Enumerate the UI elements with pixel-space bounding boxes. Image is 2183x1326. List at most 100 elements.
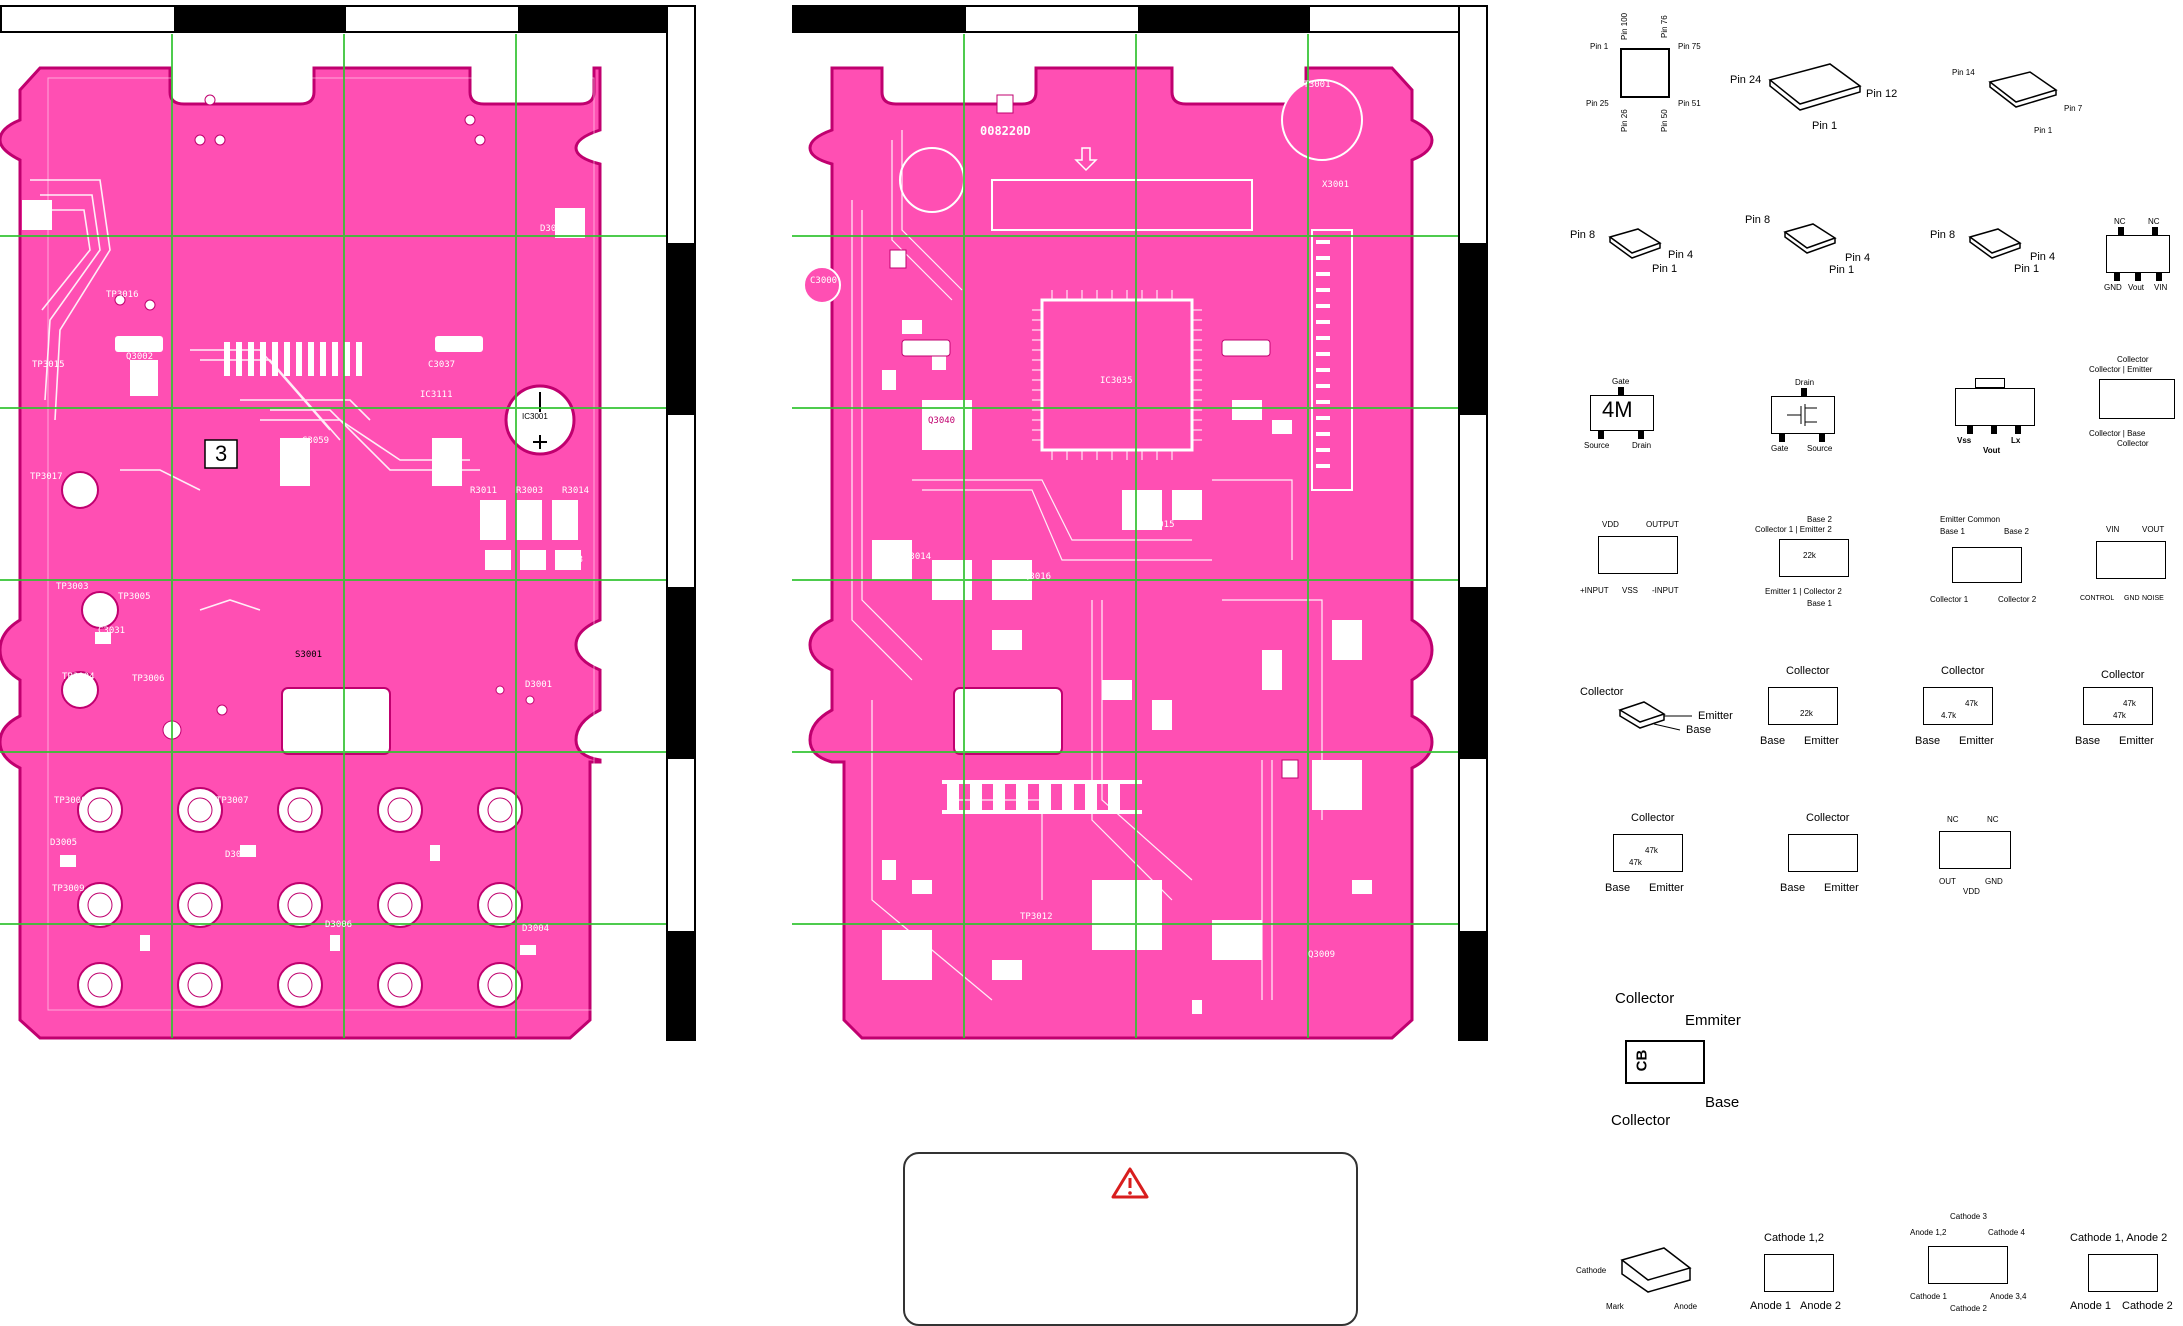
right-pcb-board (792, 34, 1458, 1040)
dualdiode-anode2: Anode 2 (1800, 1300, 1841, 1312)
dual22k-base1: Base 1 (1807, 599, 1832, 608)
warning-box (903, 1152, 1358, 1326)
dt47kb-emitter: Emitter (2119, 735, 2154, 747)
quad-anode34: Anode 3,4 (1990, 1292, 2027, 1301)
dt47ka-r1: 47k (1965, 699, 1978, 708)
dualtr-collector-bottom: Collector (2117, 439, 2149, 448)
legend-diode-package: Cathode Mark Anode (1560, 1240, 1710, 1318)
dualtr-collector-top: Collector (2117, 355, 2149, 364)
label-tp3009: TP3009 (52, 884, 85, 894)
dt47kc-r2: 47k (1629, 858, 1642, 867)
reg5-noise: NOISE (2142, 595, 2164, 602)
ec-title: Emitter Common (1940, 515, 2001, 524)
reg5-control: CONTROL (2080, 595, 2115, 602)
dt47kc-base: Base (1605, 882, 1631, 894)
sot5-vout: Vout (2128, 283, 2145, 292)
dt22k-base: Base (1760, 735, 1786, 747)
label-r3003: R3003 (516, 486, 544, 496)
right-top-ruler (792, 5, 1488, 33)
cb-collector-bottom: Collector (1611, 1112, 1671, 1129)
legend-qfp: Pin 100 Pin 76 Pin 1 Pin 75 Pin 25 Pin 5… (1560, 0, 1720, 140)
fet-source: Source (1807, 444, 1833, 453)
label-c3037: C3037 (428, 360, 456, 370)
legend-sot5-reg: NC NC GND Vout VIN (2100, 215, 2180, 295)
label-ic3111: IC3111 (420, 390, 453, 400)
ec-base1: Base 1 (1940, 527, 1965, 536)
quad-anode12: Anode 1,2 (1910, 1228, 1947, 1237)
section-marker: 3 (215, 441, 228, 466)
dt47kb-r2: 47k (2113, 711, 2126, 720)
label-tp3005: TP3005 (118, 592, 151, 602)
dt47kc-emitter: Emitter (1649, 882, 1684, 894)
sop8c-pin8: Pin 8 (1930, 229, 1956, 241)
label-tp3006: TP3006 (132, 674, 165, 684)
label-r3011: R3011 (470, 486, 498, 496)
label-tp3007: TP3007 (216, 796, 249, 806)
sop14-pin7: Pin 7 (2064, 104, 2083, 113)
dt47kb-collector: Collector (2101, 669, 2145, 681)
qfp-pin1: Pin 1 (1590, 42, 1609, 51)
sop8b-pin8: Pin 8 (1745, 214, 1771, 226)
opamp-minus-input: -INPUT (1652, 586, 1679, 595)
dpak-base: Base (1686, 724, 1712, 736)
opamp-vdd: VDD (1602, 520, 1619, 529)
sot89-vout: Vout (1983, 446, 2001, 455)
diode-anode: Anode (1674, 1302, 1698, 1311)
opamp-vss: VSS (1622, 586, 1639, 595)
dualdiode2-cathode: Cathode 1, Anode 2 (2070, 1232, 2168, 1244)
legend-sop24: Pin 24 Pin 12 Pin 1 (1730, 50, 1900, 150)
dt22k-emitter: Emitter (1804, 735, 1839, 747)
sot5-gnd: GND (2104, 283, 2122, 292)
dt47ka-collector: Collector (1941, 665, 1985, 677)
cb-emitter: Emmiter (1685, 1012, 1741, 1029)
cb-collector-top: Collector (1615, 990, 1675, 1007)
dual22k-base2: Base 2 (1807, 515, 1832, 524)
trplain-emitter: Emitter (1824, 882, 1859, 894)
label-q3009: Q3009 (1308, 950, 1336, 960)
legend-emitter-common: Emitter Common Base 1 Base 2 Collector 1… (1930, 515, 2060, 615)
label-tp3016: TP3016 (106, 290, 139, 300)
label-ic3015: IC3015 (1142, 520, 1175, 530)
outvdd-gnd: GND (1985, 877, 2003, 886)
sop8c-pin1: Pin 1 (2014, 263, 2040, 275)
right-board-panel: 008220D IC3035 Q3040 Q3014 Q3016 Q3005 Q… (792, 0, 1492, 1041)
sop8a-pin4: Pin 4 (1668, 249, 1694, 261)
legend-regulator-5pin: VIN VOUT CONTROL GND NOISE (2080, 525, 2180, 615)
legend-out-vdd: NC NC OUT GND VDD (1935, 815, 2035, 905)
dt47kc-r1: 47k (1645, 846, 1658, 855)
legend-dual-diode: Cathode 1,2 Anode 1 Anode 2 (1750, 1232, 1860, 1318)
label-tp3017: TP3017 (30, 472, 63, 482)
label-d3007: D3007 (225, 850, 253, 860)
label-d3003: D3003 (556, 555, 584, 565)
dt47ka-emitter: Emitter (1959, 735, 1994, 747)
sot89-lx: Lx (2011, 436, 2021, 445)
label-d3002: D3002 (540, 224, 568, 234)
label-bt3001: BT3001 (1298, 80, 1331, 90)
legend-quad-diode: Cathode 3 Anode 1,2 Cathode 4 Cathode 1 … (1910, 1212, 2040, 1318)
sot5-nc2: NC (2148, 217, 2160, 226)
outvdd-nc1: NC (1947, 815, 1959, 824)
cb-mark: CB (1633, 1049, 1651, 1072)
sop8b-pin4: Pin 4 (1845, 252, 1871, 264)
left-board-panel: 3 TP3016 TP3015 TP3017 TP3003 TP3005 TP3… (0, 0, 700, 1041)
legend-opamp: VDD OUTPUT +INPUT VSS -INPUT (1580, 520, 1700, 600)
legend-tr-plain: Collector Base Emitter (1780, 812, 1880, 902)
opamp-output: OUTPUT (1646, 520, 1679, 529)
dt22k-r: 22k (1800, 709, 1813, 718)
diode-mark: Mark (1606, 1302, 1624, 1311)
legend-sop8b: Pin 8 Pin 4 Pin 1 (1745, 210, 1905, 280)
label-d3005: D3005 (50, 838, 78, 848)
label-tp3003: TP3003 (56, 582, 89, 592)
legend-dt-22k: Collector 22k Base Emitter (1760, 665, 1860, 755)
fet-drain: Drain (1795, 378, 1815, 387)
sop14-pin14: Pin 14 (1952, 68, 1975, 77)
quad-cathode4: Cathode 4 (1988, 1228, 2025, 1237)
dt47ka-base: Base (1915, 735, 1941, 747)
label-tp3004: TP3004 (62, 672, 95, 682)
label-r3014: R3014 (562, 486, 590, 496)
sop24-pin24: Pin 24 (1730, 74, 1762, 86)
qfp-pin76: Pin 76 (1660, 15, 1669, 38)
ec-collector2: Collector 2 (1998, 595, 2037, 604)
fet4m-mark: 4M (1602, 397, 1633, 422)
label-c3059: C3059 (302, 436, 330, 446)
